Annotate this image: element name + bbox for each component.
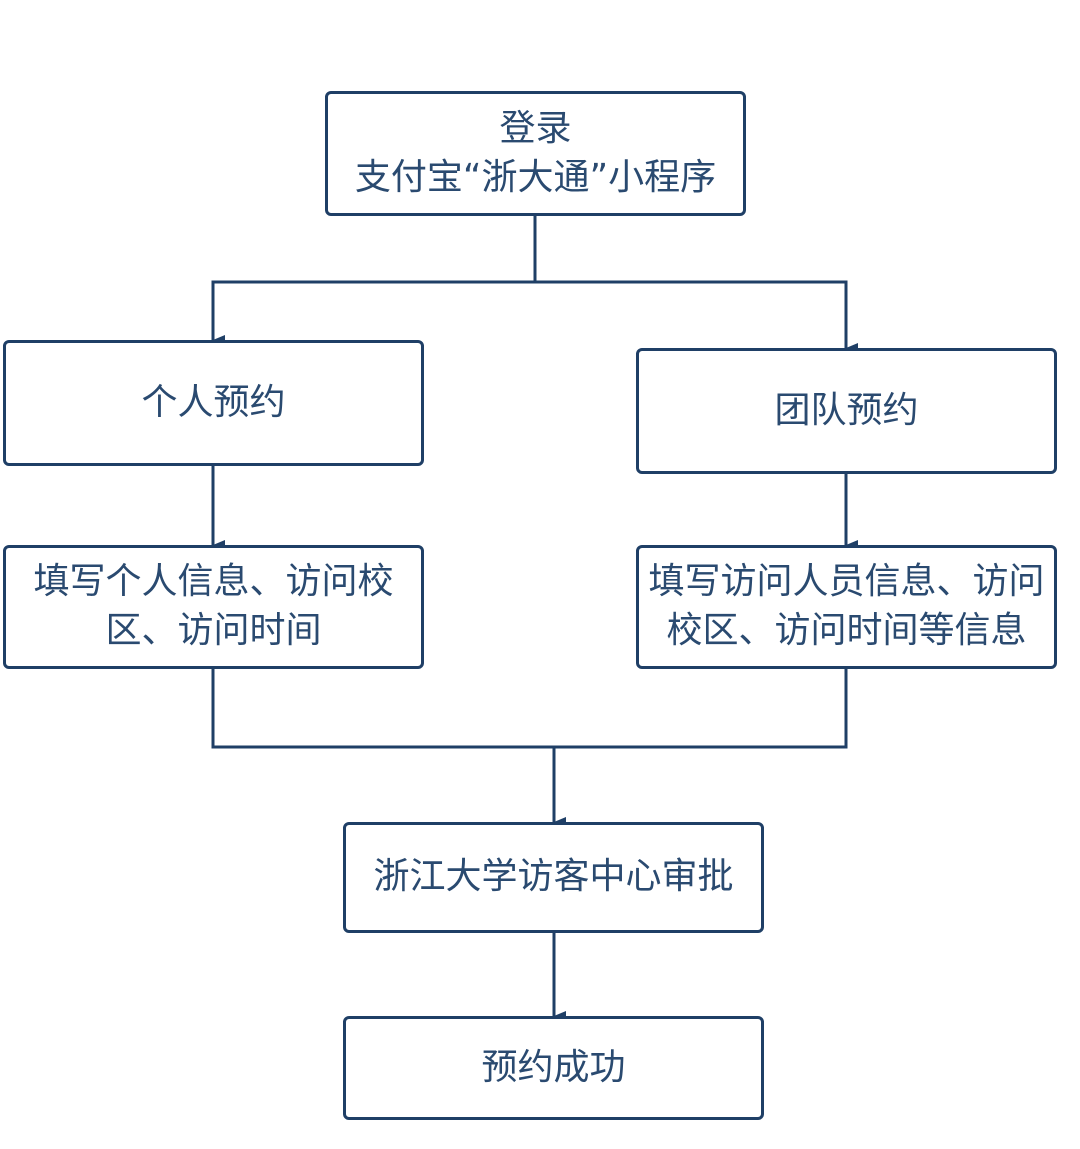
node-personal-info-line-2: 区、访问时间	[105, 610, 322, 651]
node-personal: 个人预约	[3, 340, 424, 466]
node-success: 预约成功	[343, 1016, 764, 1120]
node-team-info-line-2: 校区、访问时间等信息	[666, 610, 1027, 651]
edge-team-info-merge	[554, 668, 848, 749]
node-login-line-2: 支付宝“浙大通”小程序	[354, 156, 717, 198]
node-personal-info: 填写个人信息、访问校 区、访问时间	[3, 545, 424, 669]
node-team-info: 填写访问人员信息、访问 校区、访问时间等信息	[636, 545, 1057, 669]
node-success-label: 预约成功	[481, 1046, 626, 1088]
node-team-info-line-1: 填写访问人员信息、访问	[648, 561, 1045, 603]
node-approval: 浙江大学访客中心审批	[343, 822, 764, 933]
edge-login-team	[535, 280, 858, 353]
node-personal-label: 个人预约	[141, 381, 286, 423]
edge-login-personal	[211, 280, 535, 345]
node-approval-label: 浙江大学访客中心审批	[373, 856, 734, 898]
node-team-label: 团队预约	[774, 389, 919, 431]
node-personal-info-line-1: 填写个人信息、访问校	[33, 561, 394, 603]
node-login: 登录 支付宝“浙大通”小程序	[325, 91, 746, 216]
edge-personal-info-merge	[211, 668, 554, 749]
node-team: 团队预约	[636, 348, 1057, 474]
node-login-line-1: 登录	[499, 107, 572, 149]
